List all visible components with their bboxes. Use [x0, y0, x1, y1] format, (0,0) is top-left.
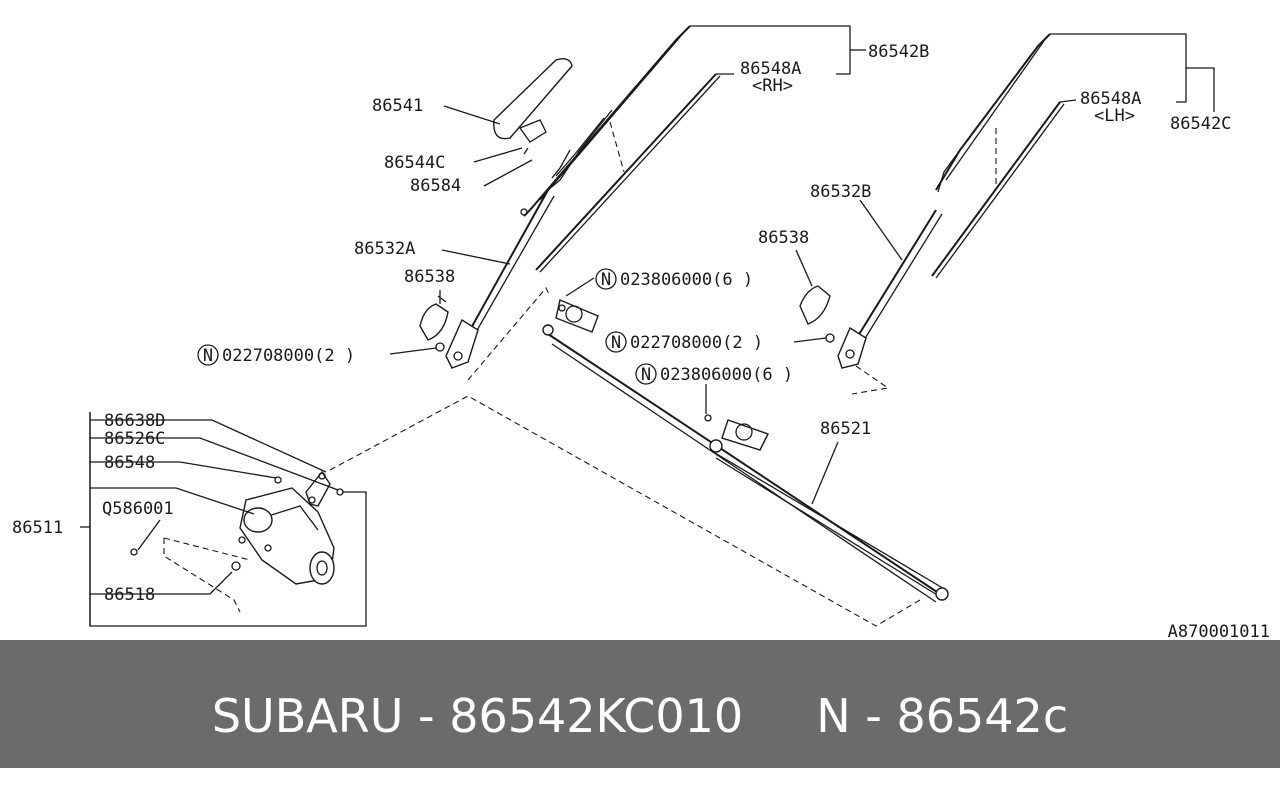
diagram-canvas: N N N N 86542B 86548A <RH> 86541 86544C … — [12, 25, 1270, 642]
label-86542B: 86542B — [868, 42, 929, 62]
bolt-86518 — [231, 561, 241, 571]
label-86542C: 86542C — [1170, 114, 1231, 134]
svg-text:N: N — [203, 346, 213, 366]
bolt-Q586001 — [130, 548, 138, 556]
label-023806000-a: 023806000(6 ) — [620, 270, 753, 290]
label-86518: 86518 — [104, 585, 155, 605]
label-86526C: 86526C — [104, 429, 165, 449]
footer-bar: SUBARU - 86542KC010 N - 86542c — [0, 640, 1280, 768]
cap-86538-right — [799, 285, 835, 343]
svg-text:N: N — [601, 270, 611, 290]
arm-cover-86541 — [493, 58, 573, 155]
svg-text:N: N — [641, 365, 651, 385]
wiper-arm-86532A — [445, 189, 555, 369]
label-86511: 86511 — [12, 518, 63, 538]
bracket-86638D — [305, 470, 331, 507]
label-86544C: 86544C — [384, 153, 445, 173]
label-86521: 86521 — [820, 419, 871, 439]
wiper-linkage-86521 — [542, 299, 949, 603]
rh-wiper-blade-rubber — [535, 73, 721, 273]
label-022708000-left: 022708000(2 ) — [222, 346, 355, 366]
n-symbol-022708000-r: N — [605, 331, 627, 353]
label-Q586001: Q586001 — [102, 499, 174, 519]
label-86538-left: 86538 — [404, 267, 455, 287]
label-86548A-rh: 86548A — [740, 59, 801, 79]
rh-wiper-blade — [520, 25, 691, 217]
svg-text:N: N — [611, 333, 621, 353]
label-86538-right: 86538 — [758, 228, 809, 248]
n-symbol-left: N — [197, 344, 219, 366]
label-86541: 86541 — [372, 96, 423, 116]
wiper-motor — [238, 487, 335, 585]
label-023806000-b: 023806000(6 ) — [660, 365, 793, 385]
label-86548A-lh: 86548A — [1080, 89, 1141, 109]
motor-assembly-box — [80, 412, 367, 627]
nut-86548 — [274, 476, 282, 484]
diagram-code: A870001011 — [1168, 622, 1270, 640]
lh-wiper-blade — [935, 33, 1051, 193]
nut-86526C — [336, 488, 344, 496]
label-86638D: 86638D — [104, 411, 165, 431]
n-symbol-023806000-b: N — [635, 363, 657, 385]
footer-text: SUBARU - 86542KC010 N - 86542c — [211, 689, 1069, 743]
wiper-arm-86532B — [837, 209, 943, 369]
lh-wiper-blade-rubber — [931, 101, 1065, 279]
cap-86538-left — [419, 295, 449, 352]
label-rh: <RH> — [752, 76, 793, 96]
label-86584: 86584 — [410, 176, 461, 196]
label-86532A: 86532A — [354, 239, 415, 259]
label-lh: <LH> — [1094, 106, 1135, 126]
label-022708000-right: 022708000(2 ) — [630, 333, 763, 353]
parts-diagram: N N N N 86542B 86548A <RH> 86541 86544C … — [12, 25, 1270, 642]
n-symbol-023806000-a: N — [595, 268, 617, 290]
label-86532B: 86532B — [810, 182, 871, 202]
label-86548: 86548 — [104, 453, 155, 473]
